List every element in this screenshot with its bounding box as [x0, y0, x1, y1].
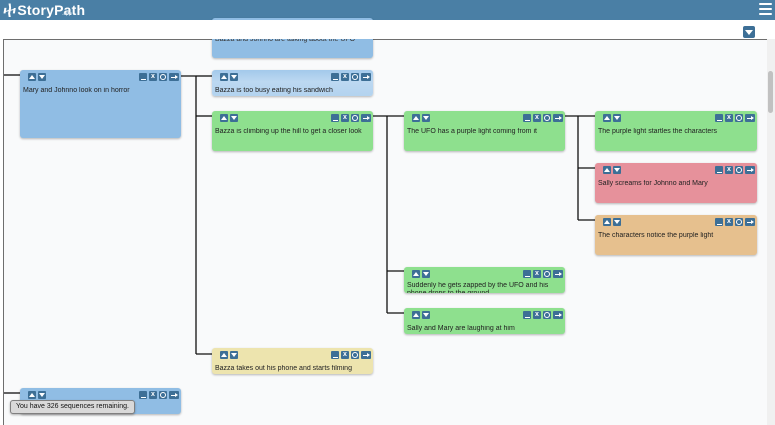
down-arrow-icon[interactable] — [422, 311, 430, 319]
toolbar-strip — [0, 20, 775, 40]
card-text: The UFO has a purple light coming from i… — [407, 128, 537, 135]
app-suffix: .app — [62, 11, 72, 17]
sequence-card[interactable]: x The characters notice the purple light — [595, 215, 757, 255]
gear-icon[interactable] — [351, 114, 359, 122]
logo-mark-icon: ⴕ — [3, 2, 17, 17]
right-arrow-icon[interactable] — [745, 166, 755, 174]
up-arrow-icon[interactable] — [603, 218, 611, 226]
sequence-card[interactable]: x Bazza is too busy eating his sandwich — [212, 70, 373, 96]
minimize-icon[interactable] — [715, 114, 723, 122]
gear-icon[interactable] — [159, 73, 167, 81]
sequence-card[interactable]: x Bazza takes out his phone and starts f… — [212, 348, 373, 374]
gear-icon[interactable] — [735, 166, 743, 174]
card-text: Bazza takes out his phone and starts fil… — [215, 365, 352, 372]
gear-icon[interactable] — [735, 218, 743, 226]
down-arrow-icon[interactable] — [422, 114, 430, 122]
gear-icon[interactable] — [159, 391, 167, 399]
sequence-card[interactable]: x Sally and Mary are laughing at him — [404, 308, 565, 334]
right-arrow-icon[interactable] — [745, 114, 755, 122]
card-text: Suddenly he gets zapped by the UFO and h… — [407, 282, 549, 293]
minimize-icon[interactable] — [715, 218, 723, 226]
minimize-icon[interactable] — [331, 114, 339, 122]
gear-icon[interactable] — [351, 73, 359, 81]
down-arrow-icon[interactable] — [38, 73, 46, 81]
minimize-icon[interactable] — [139, 73, 147, 81]
chevron-down-icon[interactable] — [743, 26, 755, 38]
right-arrow-icon[interactable] — [169, 73, 179, 81]
gear-icon[interactable] — [543, 114, 551, 122]
up-arrow-icon[interactable] — [412, 270, 420, 278]
up-arrow-icon[interactable] — [220, 114, 228, 122]
right-arrow-icon[interactable] — [553, 311, 563, 319]
close-icon[interactable]: x — [341, 73, 349, 81]
close-icon[interactable]: x — [341, 351, 349, 359]
sequence-card[interactable]: x Suddenly he gets zapped by the UFO and… — [404, 267, 565, 293]
app-header: ⴕ StoryPath .app — [0, 0, 775, 20]
card-text: Bazza and Johnno are talking about the U… — [215, 36, 356, 43]
card-text: Mary and Johnno look on in horror — [23, 87, 130, 94]
close-icon[interactable]: x — [149, 391, 157, 399]
card-text: Sally screams for Johnno and Mary — [598, 180, 708, 187]
gear-icon[interactable] — [543, 270, 551, 278]
down-arrow-icon[interactable] — [230, 351, 238, 359]
right-arrow-icon[interactable] — [361, 351, 371, 359]
close-icon[interactable]: x — [725, 218, 733, 226]
up-arrow-icon[interactable] — [28, 391, 36, 399]
right-arrow-icon[interactable] — [745, 218, 755, 226]
close-icon[interactable]: x — [725, 166, 733, 174]
minimize-icon[interactable] — [523, 114, 531, 122]
sequence-card[interactable]: x The UFO has a purple light coming from… — [404, 111, 565, 151]
sequence-card[interactable]: x The purple light startles the characte… — [595, 111, 757, 151]
minimize-icon[interactable] — [331, 351, 339, 359]
down-arrow-icon[interactable] — [613, 218, 621, 226]
down-arrow-icon[interactable] — [38, 391, 46, 399]
down-arrow-icon[interactable] — [230, 114, 238, 122]
card-text: Bazza is climbing up the hill to get a c… — [215, 128, 362, 135]
close-icon[interactable]: x — [725, 114, 733, 122]
down-arrow-icon[interactable] — [613, 114, 621, 122]
sequence-card[interactable]: x Mary and Johnno look on in horror — [20, 70, 181, 138]
sequence-card[interactable]: x Sally screams for Johnno and Mary — [595, 163, 757, 203]
close-icon[interactable]: x — [533, 270, 541, 278]
sequence-card[interactable]: x Bazza is climbing up the hill to get a… — [212, 111, 373, 151]
gear-icon[interactable] — [351, 351, 359, 359]
card-text: Sally and Mary are laughing at him — [407, 325, 515, 332]
minimize-icon[interactable] — [715, 166, 723, 174]
down-arrow-icon[interactable] — [422, 270, 430, 278]
right-arrow-icon[interactable] — [361, 114, 371, 122]
up-arrow-icon[interactable] — [220, 73, 228, 81]
close-icon[interactable]: x — [149, 73, 157, 81]
minimize-icon[interactable] — [523, 311, 531, 319]
gear-icon[interactable] — [735, 114, 743, 122]
card-text: The purple light startles the characters — [598, 128, 718, 135]
vertical-scrollbar[interactable] — [767, 39, 775, 425]
up-arrow-icon[interactable] — [220, 351, 228, 359]
right-arrow-icon[interactable] — [553, 270, 563, 278]
up-arrow-icon[interactable] — [412, 114, 420, 122]
hamburger-menu-icon[interactable] — [759, 3, 772, 15]
minimize-icon[interactable] — [331, 73, 339, 81]
right-arrow-icon[interactable] — [361, 73, 371, 81]
up-arrow-icon[interactable] — [28, 73, 36, 81]
minimize-icon[interactable] — [139, 391, 147, 399]
scrollbar-thumb[interactable] — [768, 71, 773, 113]
down-arrow-icon[interactable] — [230, 73, 238, 81]
card-text: Bazza is too busy eating his sandwich — [215, 87, 333, 94]
close-icon[interactable]: x — [533, 311, 541, 319]
up-arrow-icon[interactable] — [603, 166, 611, 174]
gear-icon[interactable] — [543, 311, 551, 319]
app-name: StoryPath — [17, 2, 86, 18]
close-icon[interactable]: x — [341, 114, 349, 122]
down-arrow-icon[interactable] — [613, 166, 621, 174]
sequences-remaining-toast: You have 326 sequences remaining. — [10, 400, 135, 414]
right-arrow-icon[interactable] — [553, 114, 563, 122]
right-arrow-icon[interactable] — [169, 391, 179, 399]
up-arrow-icon[interactable] — [603, 114, 611, 122]
up-arrow-icon[interactable] — [412, 311, 420, 319]
card-text: The characters notice the purple light — [598, 232, 714, 239]
close-icon[interactable]: x — [533, 114, 541, 122]
canvas-mask — [200, 20, 380, 39]
app-logo[interactable]: ⴕ StoryPath — [3, 1, 85, 19]
minimize-icon[interactable] — [523, 270, 531, 278]
